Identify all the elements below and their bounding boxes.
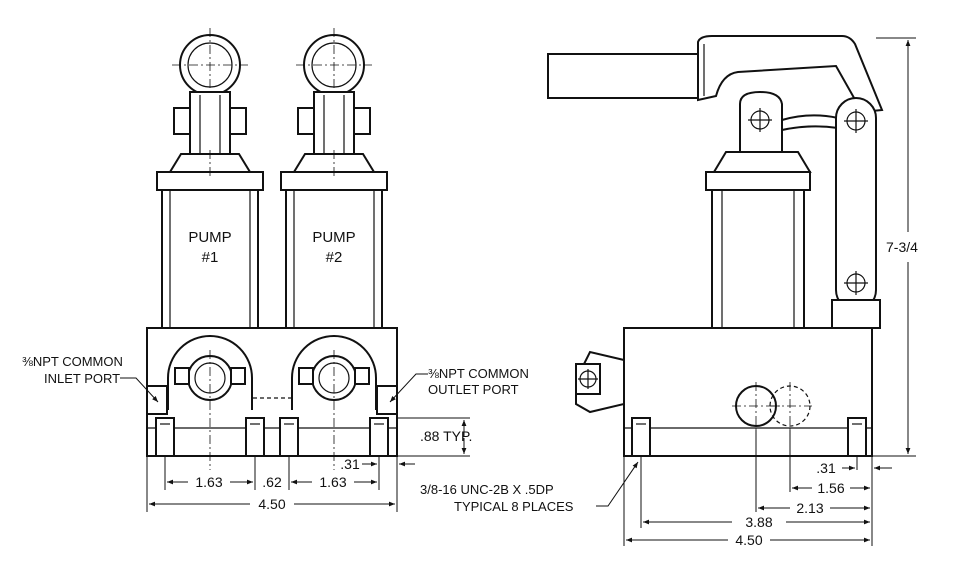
pump-1: PUMP #1 — [156, 28, 264, 331]
dim-height: 7-3/4 — [886, 239, 918, 255]
side-dimensions: 7-3/4 .31 1.56 2.13 3.88 — [623, 37, 918, 548]
dim-62: .62 — [262, 474, 282, 490]
side-top-fitting — [705, 90, 839, 331]
dim-213: 2.13 — [796, 500, 823, 516]
dim-450-front: 4.50 — [258, 496, 285, 512]
tap-callout: 3/8-16 UNC-2B X .5DP TYPICAL 8 PLACES — [420, 461, 639, 514]
pump2-label-line2: #2 — [326, 249, 343, 266]
base-block-front — [146, 327, 398, 470]
side-view: 3/8-16 UNC-2B X .5DP TYPICAL 8 PLACES 7-… — [420, 35, 918, 548]
side-link-arm — [831, 97, 881, 329]
dim-88-typ: .88 TYP. — [420, 428, 472, 444]
pump-handle — [547, 35, 884, 114]
outlet-label-line1: ⅜NPT COMMON — [428, 366, 529, 381]
dim-450-side: 4.50 — [735, 532, 762, 548]
dim-388: 3.88 — [745, 514, 772, 530]
dim-163-right: 1.63 — [319, 474, 346, 490]
inlet-label-line2: INLET PORT — [44, 371, 120, 386]
base-block-side — [575, 327, 873, 457]
inlet-port-callout: ⅜NPT COMMON INLET PORT — [22, 354, 159, 403]
pump1-label-line2: #1 — [202, 249, 219, 266]
outlet-label-line2: OUTLET PORT — [428, 382, 519, 397]
outlet-port-callout: ⅜NPT COMMON OUTLET PORT — [389, 366, 529, 403]
dim-163-left: 1.63 — [195, 474, 222, 490]
inlet-label-line1: ⅜NPT COMMON — [22, 354, 123, 369]
front-dimensions: .88 TYP. 1.63 .62 1.63 .31 4 — [146, 417, 472, 512]
dim-31-front: .31 — [340, 456, 360, 472]
pump-2: PUMP #2 — [280, 28, 388, 331]
front-view: PUMP #1 PUMP #2 — [22, 28, 529, 512]
tap-label-line2: TYPICAL 8 PLACES — [454, 499, 574, 514]
dim-156: 1.56 — [817, 480, 844, 496]
pump1-label-line1: PUMP — [188, 229, 231, 246]
pump2-label-line1: PUMP — [312, 229, 355, 246]
dim-31-side: .31 — [816, 460, 836, 476]
tap-label-line1: 3/8-16 UNC-2B X .5DP — [420, 482, 554, 497]
